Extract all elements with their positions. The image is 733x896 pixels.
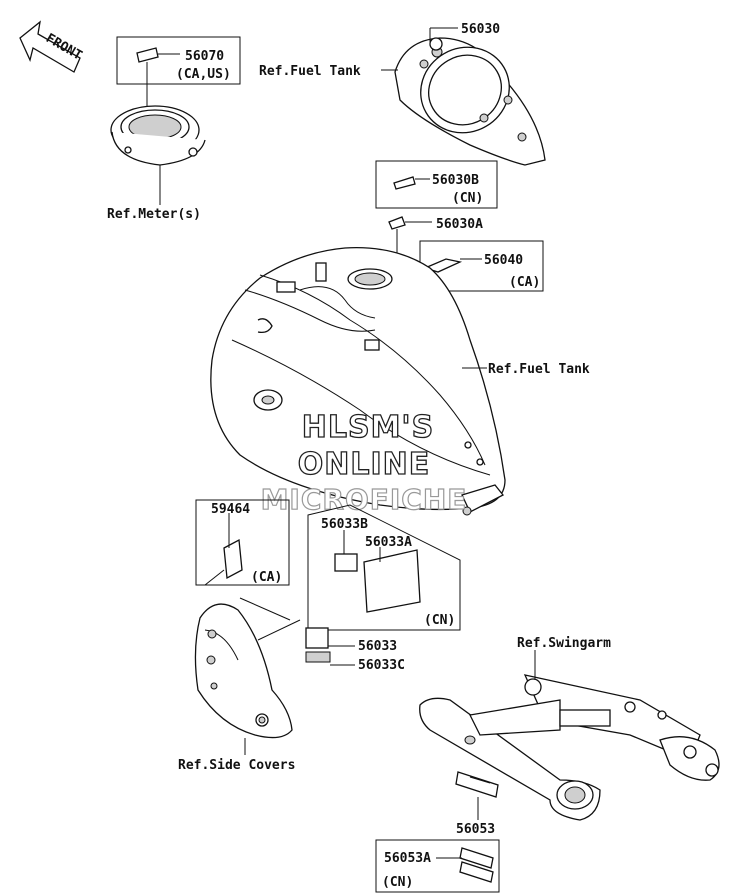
label-box-59464 [195,499,290,586]
part-number-56070: 56070 [185,49,224,64]
ref-side-covers: Ref.Side Covers [178,758,295,773]
watermark-line-2: ONLINE [298,447,431,482]
fuel-tank [210,247,506,516]
side-cover [194,603,293,755]
ref-fuel-tank-top: Ref.Fuel Tank [259,64,361,79]
part-number-56040: 56040 [484,253,523,268]
part-region-56053A: (CN) [382,875,413,890]
ref-meter: Ref.Meter(s) [107,207,201,222]
part-number-59464: 59464 [211,502,250,517]
swingarm [419,650,720,821]
label-56033B-decal [334,553,358,572]
label-56033-decal [305,627,329,649]
part-region-59464: (CA) [251,570,282,585]
label-56030B-decal [393,176,416,190]
part-number-56030: 56030 [461,22,500,37]
ref-swingarm: Ref.Swingarm [517,636,611,651]
label-56033C-decal [305,651,331,663]
meter-assembly [110,36,241,205]
part-region-56040: (CA) [509,275,540,290]
part-number-56033A: 56033A [365,535,412,550]
fuel-tank-cover [381,27,546,166]
label-56053A-decal-2 [459,861,494,883]
part-region-56033AB: (CN) [424,613,455,628]
part-region-56030B: (CN) [452,191,483,206]
label-56030A-decal [388,216,406,230]
part-number-56033B: 56033B [321,517,368,532]
label-56070-decal [136,47,159,63]
label-box-56030B [375,160,498,209]
label-56033A-decal [363,549,421,613]
watermark-line-1: HLSM'S [302,410,434,445]
part-number-56030A: 56030A [436,217,483,232]
part-number-56053: 56053 [456,822,495,837]
part-number-56033: 56033 [358,639,397,654]
part-number-56033C: 56033C [358,658,405,673]
watermark-line-3: MICROFICHE [261,483,468,516]
label-box-56033 [307,504,461,631]
label-56053A-decal-1 [459,847,494,869]
label-box-56070 [116,36,241,85]
front-arrow-icon: FRONT [19,20,85,73]
label-box-56053A [375,839,500,893]
part-number-56030B: 56030B [432,173,479,188]
label-56053-decal [455,771,499,798]
part-number-56053A: 56053A [384,851,431,866]
part-region-56070: (CA,US) [176,67,231,82]
watermark: HLSM'S ONLINE MICROFICHE [260,409,468,516]
ref-fuel-tank: Ref.Fuel Tank [488,362,590,377]
label-59464-decal [223,538,243,580]
